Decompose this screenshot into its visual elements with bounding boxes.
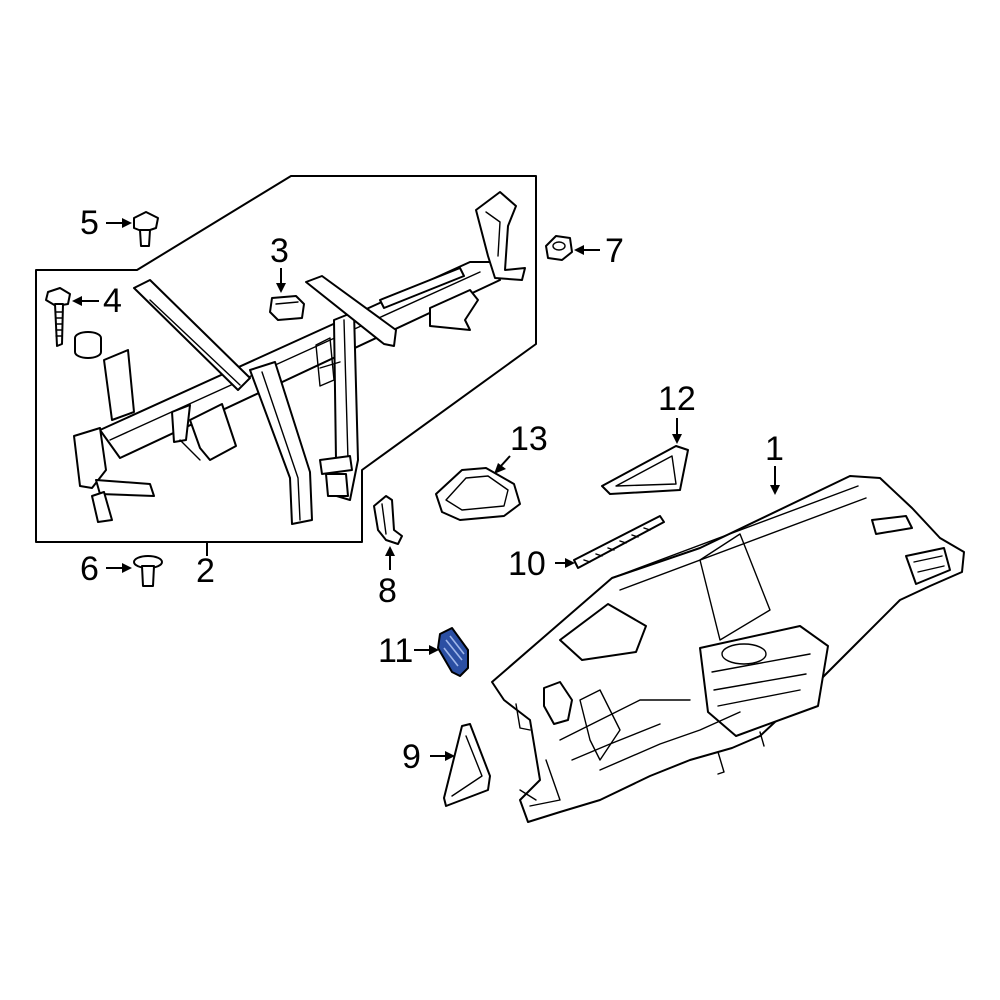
callout-9: 9: [402, 738, 421, 776]
bolt-part-5: [133, 211, 159, 247]
speaker-grille-part-13: [435, 467, 521, 521]
callout-5: 5: [80, 204, 99, 242]
bolt-part-4: [45, 287, 102, 359]
clip-part-3: [269, 295, 305, 321]
callout-6: 6: [80, 550, 99, 588]
callout-3: 3: [270, 232, 289, 270]
bracket-part-8: [373, 495, 403, 545]
defroster-strip-part-10: [573, 515, 665, 569]
callout-13: 13: [510, 420, 548, 458]
nut-part-7: [545, 235, 573, 261]
callout-11: 11: [378, 632, 413, 670]
callout-4: 4: [103, 282, 122, 320]
corner-trim-part-12: [601, 445, 689, 495]
callout-8: 8: [378, 572, 397, 610]
callout-1: 1: [765, 430, 784, 468]
callout-2: 2: [196, 552, 215, 590]
callout-7: 7: [605, 232, 624, 270]
callout-12: 12: [658, 380, 696, 418]
callout-10: 10: [508, 545, 546, 583]
leader-lines: [72, 218, 780, 761]
instrument-panel-part-1: [491, 475, 965, 823]
air-vent-part-11: [437, 627, 469, 677]
end-cap-part-9: [443, 723, 491, 807]
bolt-part-6: [133, 555, 163, 587]
part-2-group-outline: [35, 175, 537, 543]
cross-car-beam-part-2: [73, 191, 526, 525]
